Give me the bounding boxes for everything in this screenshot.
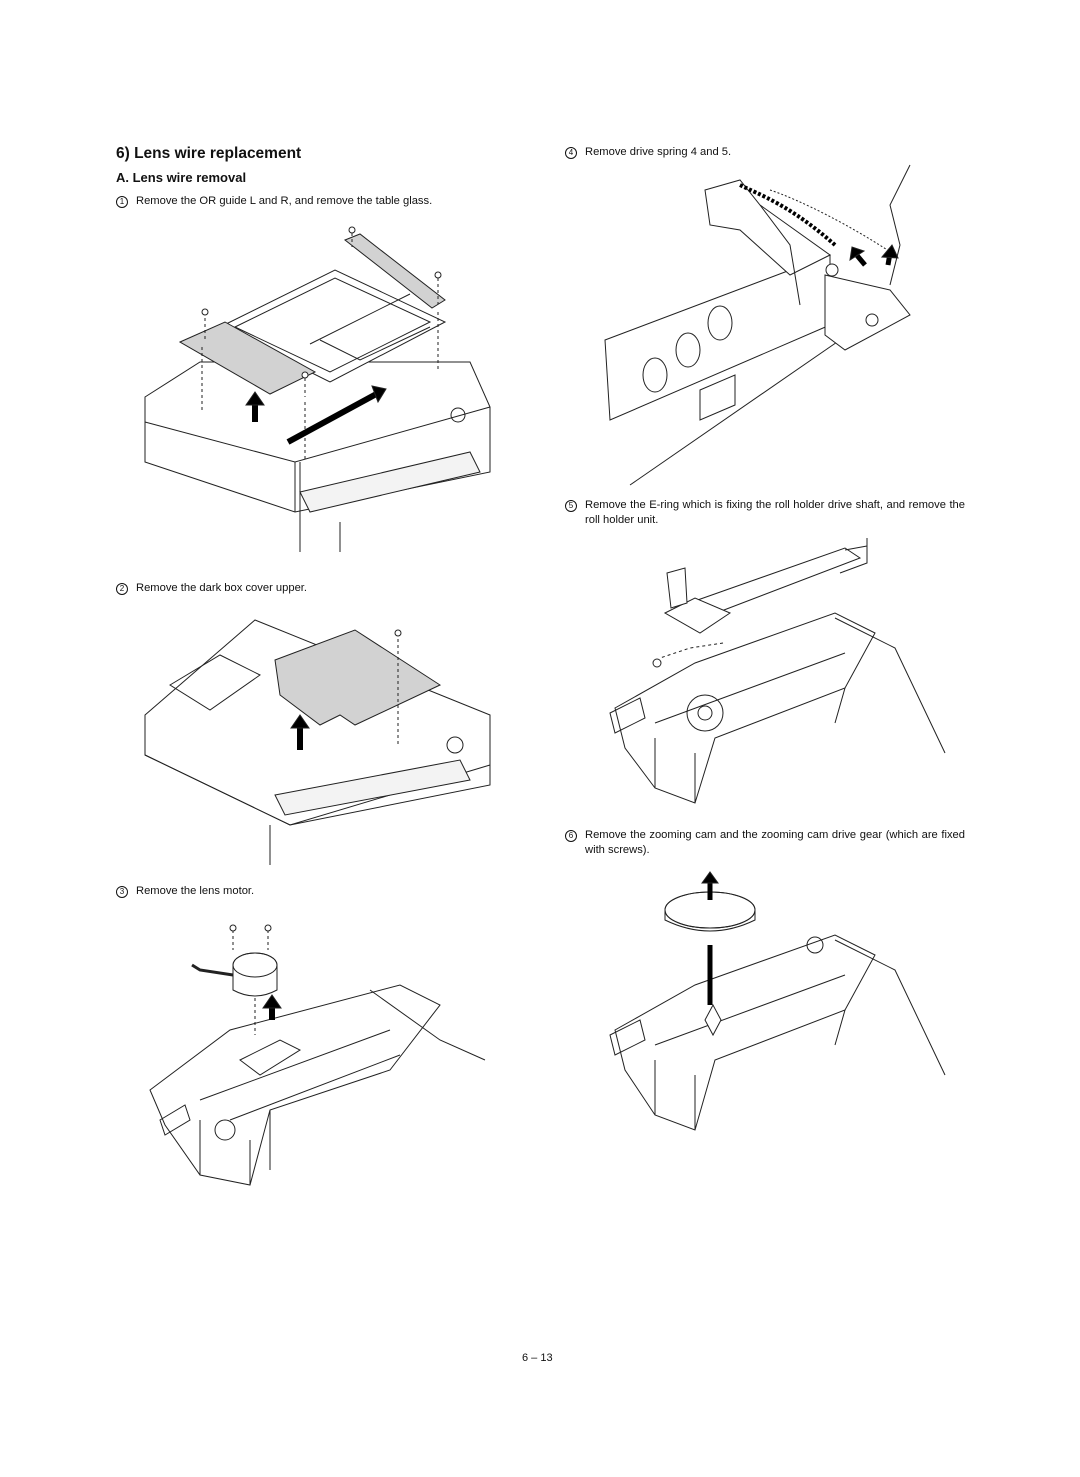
step-number: 2 <box>116 583 128 595</box>
figure-dark-box-cover <box>140 615 490 865</box>
step-5: 5 Remove the E-ring which is fixing the … <box>565 498 965 528</box>
step-1: 1 Remove the OR guide L and R, and remov… <box>116 194 496 209</box>
subsection-title: A. Lens wire removal <box>116 170 247 185</box>
step-text: Remove the E-ring which is fixing the ro… <box>585 499 965 526</box>
step-number: 1 <box>116 196 128 208</box>
step-6: 6 Remove the zooming cam and the zooming… <box>565 828 965 858</box>
step-text: Remove the zooming cam and the zooming c… <box>585 829 965 856</box>
step-text: Remove the OR guide L and R, and remove … <box>136 195 433 207</box>
step-text: Remove drive spring 4 and 5. <box>585 146 732 158</box>
step-text: Remove the dark box cover upper. <box>136 582 308 594</box>
figure-table-glass-removal <box>140 222 490 554</box>
figure-lens-motor <box>140 920 485 1190</box>
figure-roll-holder <box>595 538 955 808</box>
step-3: 3 Remove the lens motor. <box>116 884 496 899</box>
step-4: 4 Remove drive spring 4 and 5. <box>565 145 965 160</box>
figure-zooming-cam <box>595 870 955 1135</box>
section-title: 6) Lens wire replacement <box>116 145 302 162</box>
figure-drive-spring <box>600 165 920 485</box>
step-number: 5 <box>565 500 577 512</box>
step-number: 4 <box>565 147 577 159</box>
page-number: 6 – 13 <box>522 1352 553 1364</box>
step-text: Remove the lens motor. <box>136 885 255 897</box>
step-2: 2 Remove the dark box cover upper. <box>116 581 496 596</box>
step-number: 6 <box>565 830 577 842</box>
step-number: 3 <box>116 886 128 898</box>
